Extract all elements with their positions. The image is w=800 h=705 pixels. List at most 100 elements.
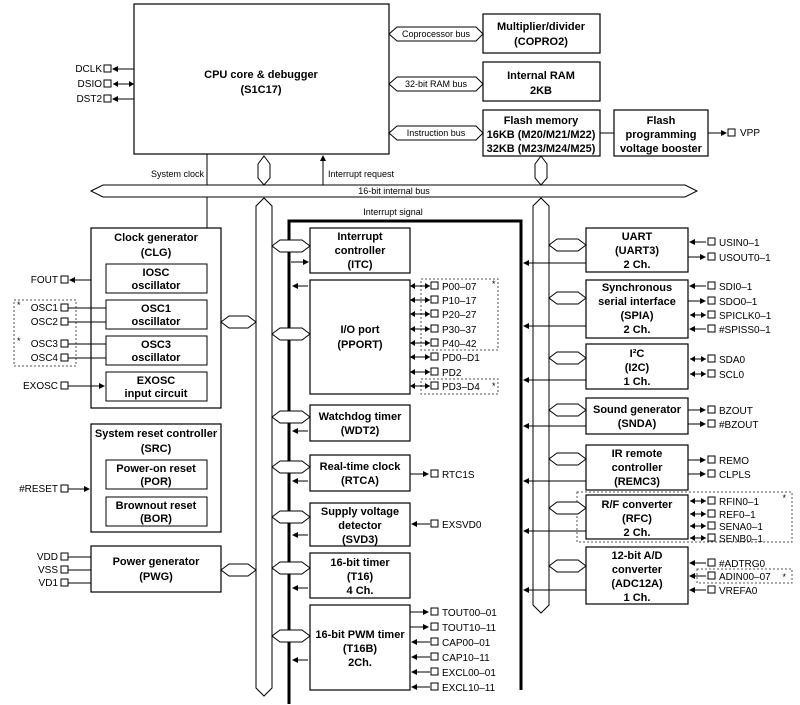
exosc-pin-label: EXOSC <box>23 381 58 392</box>
wdt-title: Watchdog timer <box>319 411 402 423</box>
uart-line1: UART <box>622 231 653 243</box>
iosc-title: IOSC <box>143 267 170 279</box>
osc-asterisk-1: * <box>17 300 21 310</box>
adc-line2: converter <box>612 564 663 576</box>
spia-line4: 2 Ch. <box>624 324 651 336</box>
spiss-label: #SPISS0–1 <box>719 325 771 336</box>
snda-line2: (SNDA) <box>618 418 657 430</box>
rfc-line2: (RFC) <box>622 513 652 525</box>
pin-cap00: CAP00–01 <box>442 638 491 649</box>
pport-code: (PPORT) <box>337 339 383 351</box>
t16-line3: 4 Ch. <box>347 585 374 597</box>
osc1-block <box>105 299 208 330</box>
cpu-code: (S1C17) <box>241 84 282 96</box>
adin-label: ADIN00–07 <box>719 572 771 583</box>
clg-title: Clock generator <box>114 232 198 244</box>
itc-block <box>309 227 411 274</box>
pwg-code: (PWG) <box>139 571 173 583</box>
exsvd0-label: EXSVD0 <box>442 520 482 531</box>
vpp-pin-icon <box>727 128 736 137</box>
interrupt-signal-label: Interrupt signal <box>363 207 423 217</box>
adc-block <box>585 546 689 605</box>
sdi-label: SDI0–1 <box>719 282 753 293</box>
rtc-block <box>309 454 411 492</box>
pport-asterisk-2: * <box>492 381 496 391</box>
internal-bus-label: 16-bit internal bus <box>358 186 430 196</box>
snda-block <box>585 397 689 435</box>
senb-label: SENB0–1 <box>719 534 763 545</box>
remc-line1: IR remote <box>612 448 663 460</box>
bor-code: (BOR) <box>140 513 172 525</box>
itc-line3: (ITC) <box>347 259 372 271</box>
uart-line2: (UART3) <box>615 245 659 257</box>
usout-label: USOUT0–1 <box>719 253 771 264</box>
remc-block <box>585 444 689 491</box>
snda-line1: Sound generator <box>593 404 682 416</box>
pin-p30: P30–37 <box>442 325 477 336</box>
dclk-label: DCLK <box>75 64 102 75</box>
osc3-block <box>105 335 208 366</box>
pin-p00: P00–07 <box>442 282 477 293</box>
copro-block <box>482 13 601 54</box>
t16b-line3: 2Ch. <box>348 657 372 669</box>
por-block <box>105 459 208 490</box>
vss-label: VSS <box>38 565 58 576</box>
itc-line1: Interrupt <box>337 231 383 243</box>
rtc-title: Real-time clock <box>320 461 402 473</box>
spia-line2: serial interface <box>598 296 676 308</box>
internal-bus: 16-bit internal bus <box>89 184 699 198</box>
booster-line1: Flash <box>647 115 676 127</box>
osc-asterisk-2: * <box>17 336 21 346</box>
vpp-label: VPP <box>740 128 760 139</box>
t16b-line1: 16-bit PWM timer <box>315 629 405 641</box>
adc-line4: 1 Ch. <box>624 592 651 604</box>
pwg-block <box>90 545 222 593</box>
bzout-label: BZOUT <box>719 406 753 417</box>
booster-block <box>613 109 709 157</box>
remc-line3: (REMC3) <box>614 476 660 488</box>
flash-line1: 16KB (M20/M21/M22) <box>487 129 596 141</box>
ram-bus-label: 32-bit RAM bus <box>405 79 468 89</box>
copro-code: (COPRO2) <box>514 36 568 48</box>
t16b-pins: TOUT00–01 TOUT10–11 CAP00–01 CAP10–11 EX… <box>410 607 497 694</box>
por-title: Power-on reset <box>116 463 196 475</box>
sena-label: SENA0–1 <box>719 522 763 533</box>
fout-label: FOUT <box>31 275 58 286</box>
adc-line1: 12-bit A/D <box>612 550 663 562</box>
vrefa-label: VREFA0 <box>719 586 758 597</box>
t16-line1: 16-bit timer <box>330 557 390 569</box>
pin-p10: P10–17 <box>442 296 477 307</box>
rtc-code: (RTCA) <box>341 475 379 487</box>
instruction-bus: Instruction bus <box>388 125 484 141</box>
booster-line3: voltage booster <box>620 143 703 155</box>
ram-block <box>482 61 601 102</box>
rfc-block <box>585 494 689 540</box>
osc4-pin-label: OSC4 <box>31 353 59 364</box>
pport-block <box>309 279 411 395</box>
bor-block <box>105 496 208 527</box>
iosc-sub: oscillator <box>132 280 182 292</box>
pin-tout00: TOUT00–01 <box>442 608 497 619</box>
pport-title: I/O port <box>340 324 379 336</box>
sdo-label: SDO0–1 <box>719 297 758 308</box>
rfin-label: RFIN0–1 <box>719 497 759 508</box>
osc1-pin-label: OSC1 <box>31 303 59 314</box>
osc1-sub: oscillator <box>132 316 182 328</box>
i2c-line3: 1 Ch. <box>624 376 651 388</box>
ram-bus: 32-bit RAM bus <box>388 76 484 92</box>
clg-code: (CLG) <box>141 247 172 259</box>
spiclk-label: SPICLK0–1 <box>719 311 772 322</box>
interrupt-request-label: Interrupt request <box>328 169 395 179</box>
t16-line2: (T16) <box>347 571 374 583</box>
uart-block <box>585 227 689 273</box>
spia-line3: (SPIA) <box>621 310 654 322</box>
exosc-sub: input circuit <box>125 388 188 400</box>
rfc-line3: 2 Ch. <box>624 527 651 539</box>
right-vertical-bus <box>532 197 550 614</box>
rtc1s-label: RTC1S <box>442 470 475 481</box>
remc-line2: controller <box>612 462 663 474</box>
debug-pins: DCLK DSIO DST2 <box>75 64 134 105</box>
ref-label: REF0–1 <box>719 510 756 521</box>
copro-title: Multiplier/divider <box>497 21 586 33</box>
rfc-pins: RFIN0–1 REF0–1 SENA0–1 SENB0–1 <box>690 496 763 545</box>
